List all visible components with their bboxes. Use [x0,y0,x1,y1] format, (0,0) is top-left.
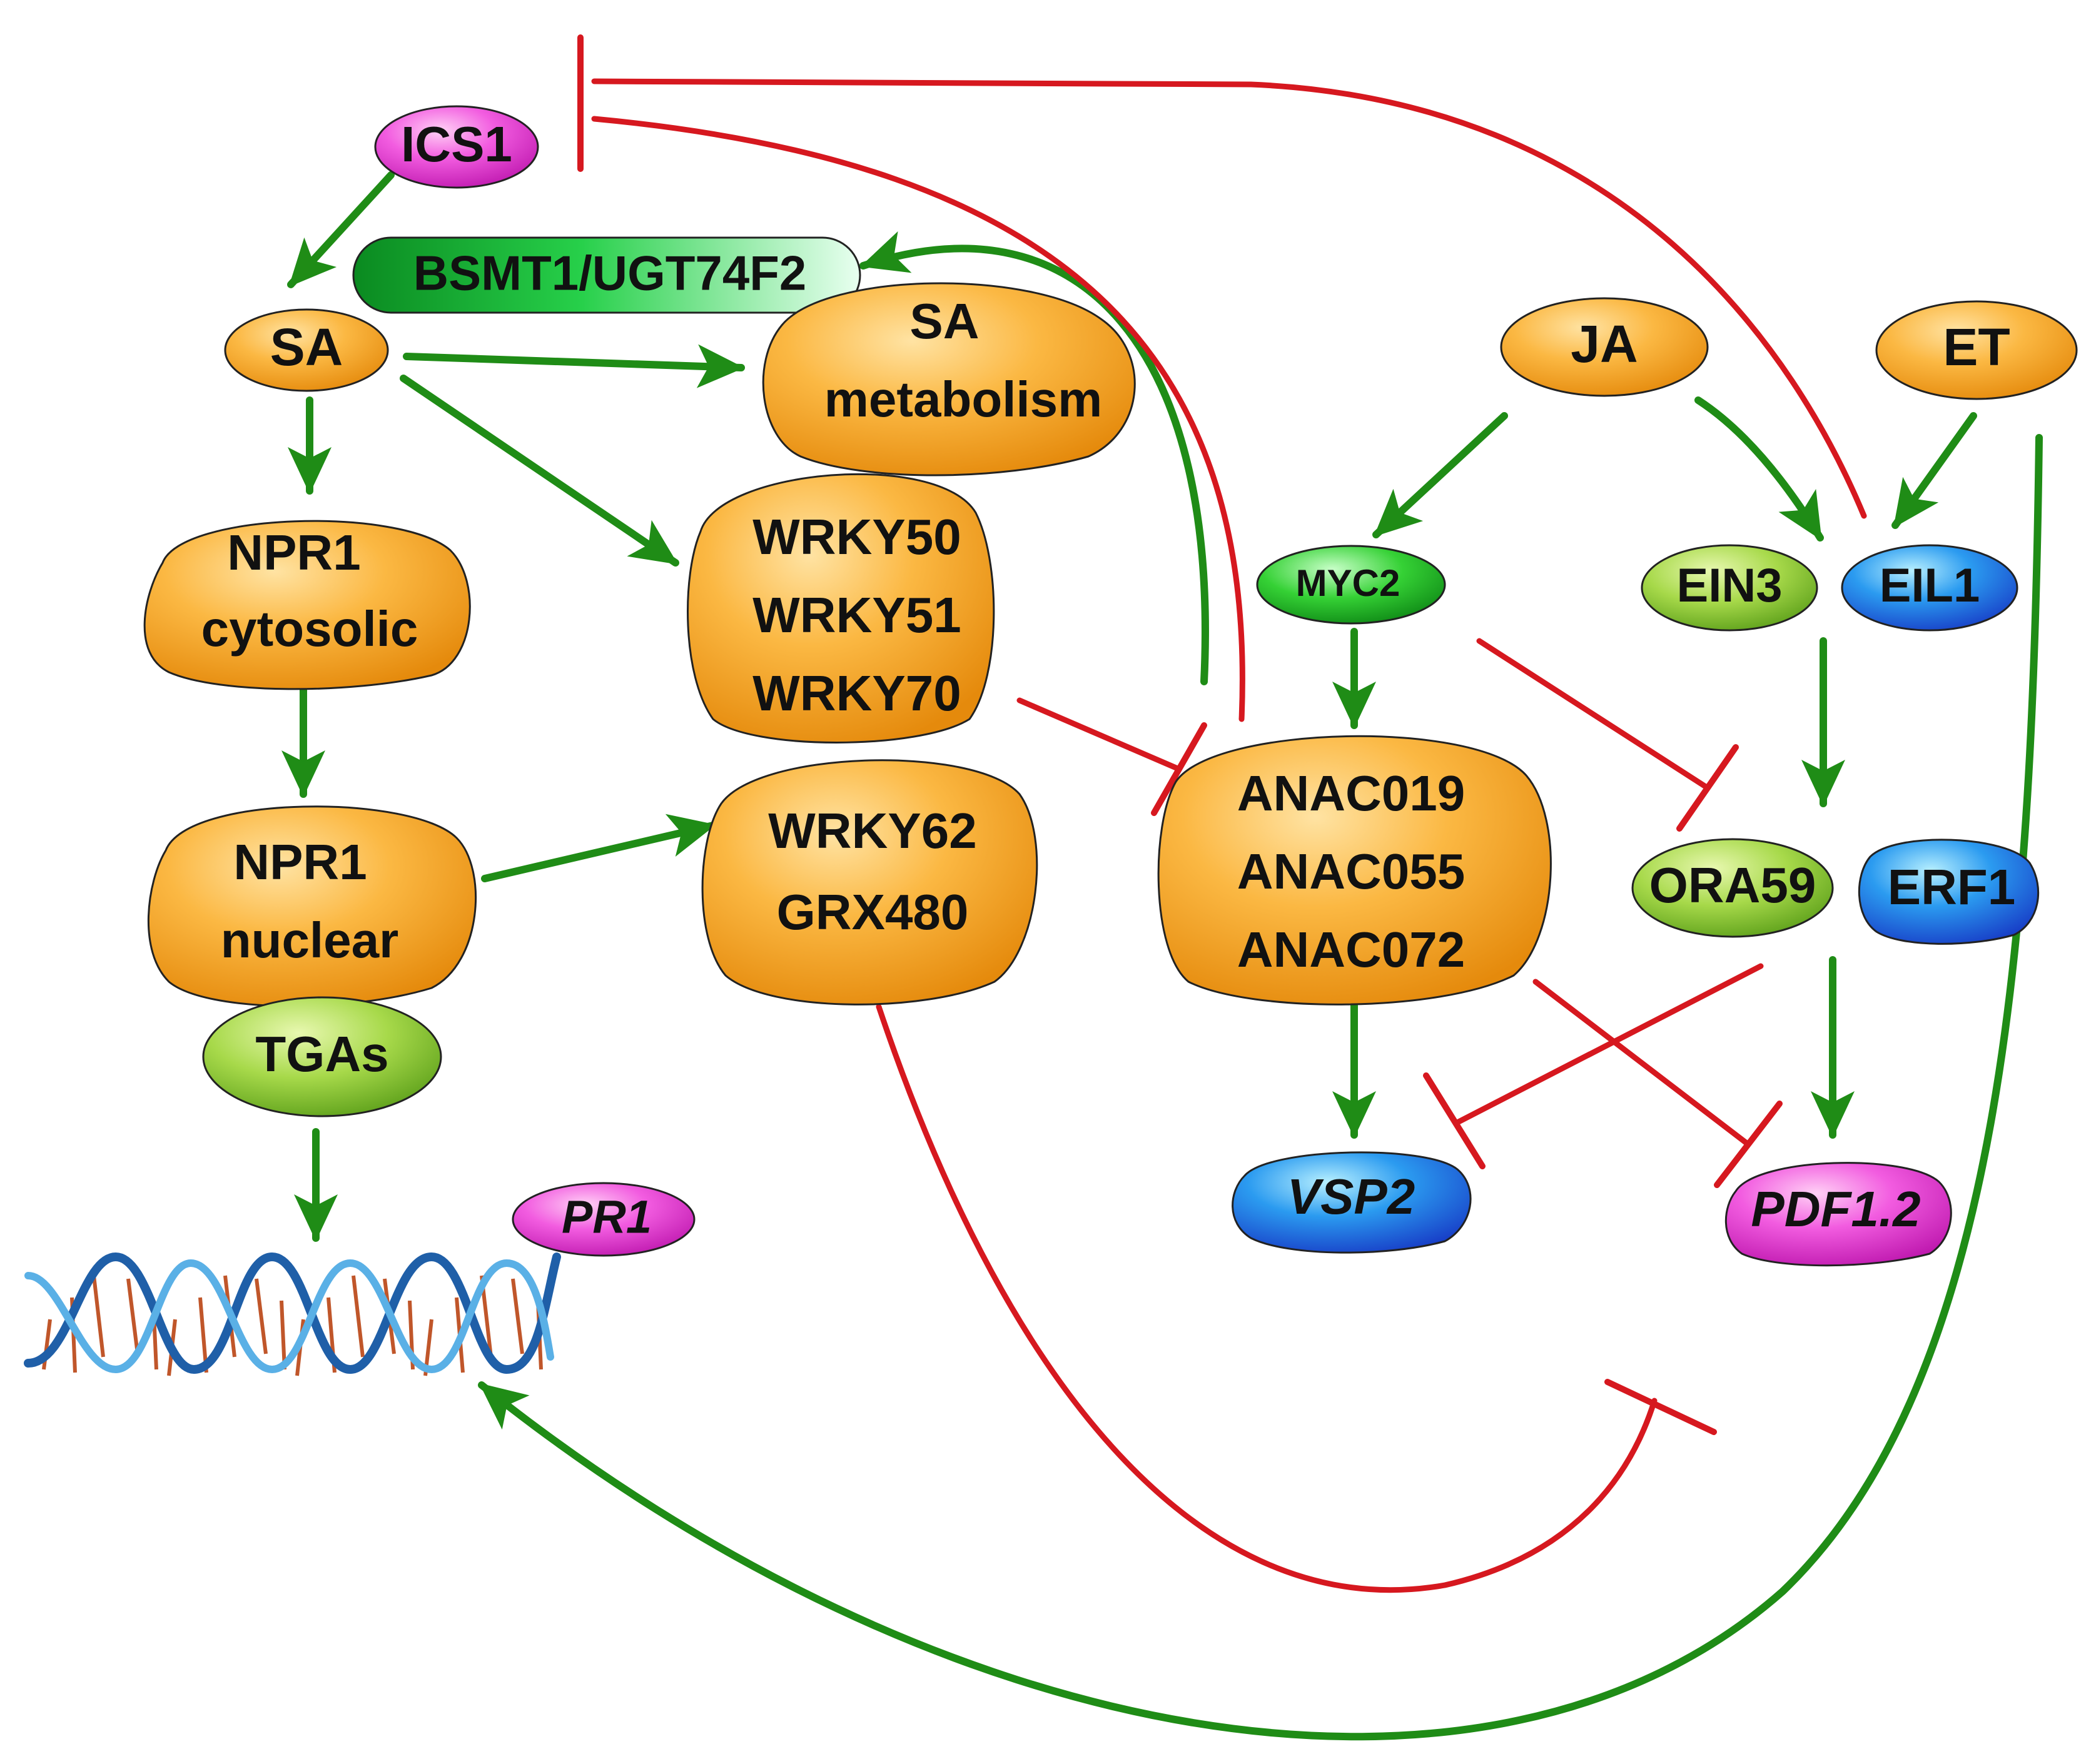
anac019-label: ANAC019 [1237,765,1466,821]
inhibition-bar-anac-from-wrky [1151,722,1207,816]
npr1-nuclear-shape [148,805,477,1007]
node-et: ET [1875,300,2078,400]
pdf12-label: PDF1.2 [1751,1181,1920,1237]
et-shape [1875,300,2078,400]
ora59-label: ORA59 [1649,857,1816,913]
ein3-shape [1641,544,1818,632]
anac055-label: ANAC055 [1237,844,1466,899]
eil1-shape [1841,544,2018,632]
node-npr1-nuclear: NPR1 nuclear [148,805,477,1007]
sa-metabolism-line1: SA [909,293,979,349]
ja-label: JA [1571,315,1638,373]
edge-npr1-nuclear-to-wrky62 [481,814,717,882]
npr1-cytosolic-line1: NPR1 [227,525,360,580]
edge-ja-to-myc2 [1372,412,1508,538]
node-ics1: ICS1 [374,105,539,189]
node-ein3: EIN3 [1641,544,1818,632]
edge-myc2-inhibits-ora59 [1476,638,1711,791]
myc2-label: MYC2 [1296,562,1400,604]
grx480-label: GRX480 [777,884,969,940]
edge-wrky62-inhibits-et-pr1 [876,1004,1658,1593]
tgas-label: TGAs [255,1026,388,1082]
wrky-group-shape [687,473,995,743]
node-myc2: MYC2 [1256,545,1446,625]
npr1-cytosolic-line2: cytosolic [201,601,418,657]
ics1-shape [374,105,539,189]
wrky50-label: WRKY50 [752,509,961,565]
node-wrky62-grx480: WRKY62 GRX480 [701,759,1038,1005]
edge-ja-to-eil1 [1694,396,1824,542]
myc2-shape [1256,545,1446,625]
inhibition-bar-et-pr1 [1604,1379,1717,1435]
edge-sa-to-sa-metabolism [403,344,745,388]
npr1-cytosolic-shape [143,520,471,690]
sa-label: SA [270,318,343,376]
node-bsmt1-ugt74f2: BSMT1/UGT74F2 [352,236,861,314]
edge-eil1-inhibits-ics1 [591,78,1867,519]
inhibition-bar-pdf12 [1714,1101,1783,1188]
edge-anac-inhibits-ics1 [591,116,1245,722]
npr1-nuclear-line2: nuclear [221,912,399,968]
edge-et-to-eil1 [1891,412,1977,529]
eil1-label: EIL1 [1880,559,1980,612]
node-wrky50-51-70: WRKY50 WRKY51 WRKY70 [687,473,995,743]
wrky70-label: WRKY70 [752,665,961,721]
node-sa-metabolism: SA metabolism [762,282,1136,476]
ja-shape [1500,297,1709,397]
vsp2-shape [1232,1151,1472,1254]
bsmt1-label: BSMT1/UGT74F2 [413,246,806,301]
edge-sa-to-wrky-group [400,375,679,567]
erf1-label: ERF1 [1888,859,2016,915]
sa-shape [224,308,389,392]
node-pr1: PR1 [512,1182,696,1257]
wrky51-label: WRKY51 [752,587,961,643]
node-tgas: TGAs [202,996,442,1117]
dna-strand-a [24,1252,561,1374]
edge-anac-inhibits-pdf12 [1532,979,1751,1147]
pr1-label: PR1 [562,1191,652,1243]
node-vsp2: VSP2 [1232,1151,1472,1254]
et-label: ET [1943,318,2010,376]
sa-metabolism-line2: metabolism [824,371,1103,427]
dna-strand-b [24,1259,554,1374]
sa-metabolism-shape [762,282,1136,476]
wrky62-group-shape [701,759,1038,1005]
anac-group-shape [1157,735,1552,1005]
pdf12-shape [1724,1162,1952,1267]
node-ja: JA [1500,297,1709,397]
bsmt1-shape [352,236,861,314]
ein3-label: EIN3 [1677,559,1783,612]
edge-ics1-to-sa [287,171,395,288]
ora59-shape [1631,838,1834,938]
erf1-shape [1858,839,2040,945]
wrky62-label: WRKY62 [768,803,976,859]
node-erf1: ERF1 [1858,839,2040,945]
pr1-shape [512,1182,696,1257]
ics1-label: ICS1 [401,116,512,172]
node-ora59: ORA59 [1631,838,1834,938]
vsp2-label: VSP2 [1287,1169,1415,1224]
node-eil1: EIL1 [1841,544,2018,632]
edge-ora59-inhibits-vsp2 [1454,963,1764,1126]
inhibition-bar-ora59 [1676,744,1739,832]
tgas-shape [202,996,442,1117]
node-npr1-cytosolic: NPR1 cytosolic [143,520,471,690]
edge-wrky-inhibits-anac [1016,697,1182,772]
inhibition-edges [577,34,1867,1593]
node-sa: SA [224,308,389,392]
inhibition-bar-vsp2 [1423,1072,1486,1169]
node-anac019-055-072: ANAC019 ANAC055 ANAC072 [1157,735,1552,1005]
activation-edges [281,171,2043,1741]
anac072-label: ANAC072 [1237,922,1466,977]
npr1-nuclear-line1: NPR1 [233,834,367,890]
node-pdf12: PDF1.2 [1724,1162,1952,1267]
dna-double-helix [24,1252,561,1376]
